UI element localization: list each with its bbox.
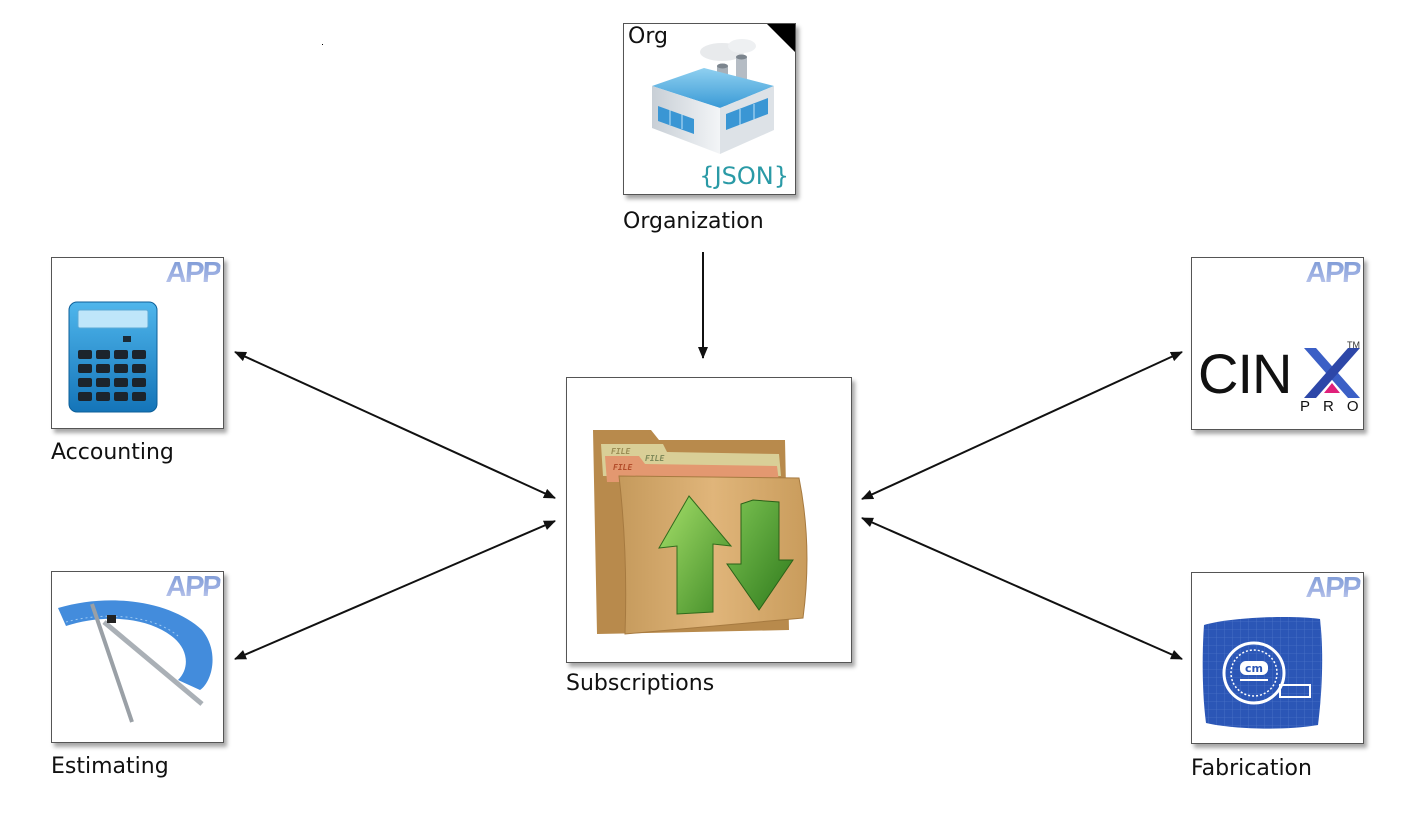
compass-protractor-icon — [58, 600, 213, 723]
organization-label: Organization — [623, 209, 764, 234]
calculator-icon — [68, 301, 158, 413]
cinx-x-mark — [1304, 348, 1360, 398]
fabrication-label: Fabrication — [1191, 756, 1312, 781]
trademark-mark: TM — [1347, 340, 1360, 350]
file-tag-2: FILE — [645, 454, 664, 463]
stray-dot — [322, 44, 323, 45]
org-title: Org — [628, 24, 668, 49]
accounting-card[interactable]: APP — [51, 257, 224, 429]
edge-fabrication-subscriptions — [861, 517, 1183, 660]
cinx-pro-text: PRO — [1300, 398, 1359, 415]
json-caption: {JSON} — [699, 162, 789, 190]
subscriptions-label: Subscriptions — [566, 671, 715, 696]
organization-card[interactable]: Org — [623, 23, 796, 195]
edge-cinx-subscriptions — [861, 351, 1183, 500]
edge-estimating-subscriptions — [234, 520, 556, 660]
file-tag-1: FILE — [611, 447, 630, 456]
page-fold-corner — [767, 24, 795, 52]
cm-label: cm — [1245, 662, 1263, 675]
factory-icon — [652, 39, 774, 154]
cinx-logo-text: CIN — [1198, 342, 1292, 405]
edge-accounting-subscriptions — [234, 351, 556, 499]
folder-sync-icon: FILE FILE FILE — [593, 430, 808, 635]
tape-measure-blueprint-icon: cm — [1202, 617, 1323, 729]
estimating-label: Estimating — [51, 754, 169, 779]
subscriptions-card[interactable]: FILE FILE FILE — [566, 377, 852, 663]
file-tag-3: FILE — [613, 463, 632, 472]
cinx-pro-card[interactable]: APP CIN TM PRO — [1191, 257, 1364, 430]
accounting-label: Accounting — [51, 440, 174, 465]
estimating-card[interactable]: APP — [51, 571, 224, 743]
fabrication-card[interactable]: APP cm — [1191, 572, 1364, 744]
